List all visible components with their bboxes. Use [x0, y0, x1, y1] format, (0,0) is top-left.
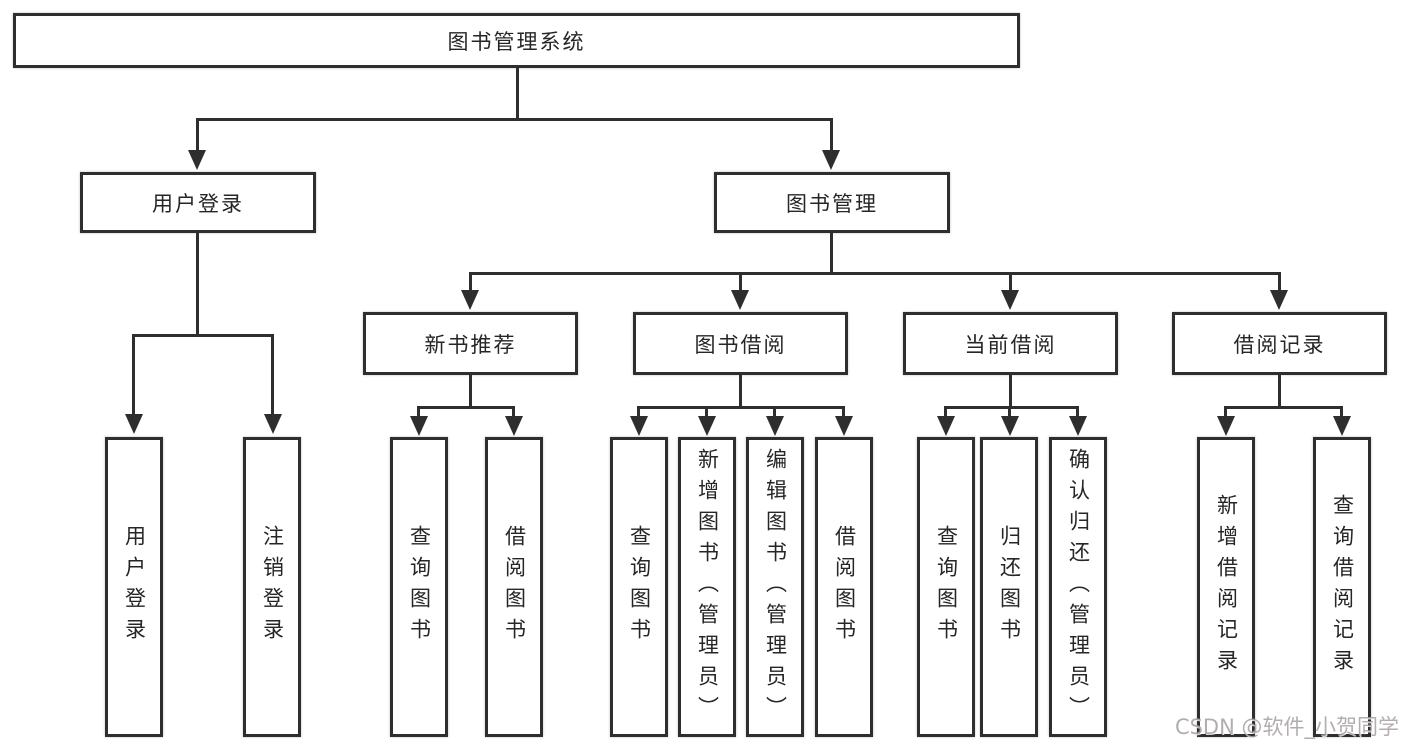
csdn-watermark: CSDN @软件_小贺同学: [1174, 715, 1399, 739]
arrowhead-leaf-user-login: [125, 414, 143, 434]
connector-leaf-drop: [1008, 406, 1011, 418]
node-book-management: 图书管理: [714, 172, 950, 233]
leaf-confirm-return-admin-label: 确认归还（管理员）: [1066, 447, 1091, 727]
connector-leaf-drop: [1340, 406, 1343, 418]
node-borrowing-records: 借阅记录: [1172, 312, 1387, 375]
connector-trunk: [1278, 375, 1281, 408]
leaf-confirm-return-admin: 确认归还（管理员）: [1049, 437, 1107, 737]
leaf-edit-book-admin: 编辑图书（管理员）: [746, 437, 804, 737]
leaf-edit-book-admin-label: 编辑图书（管理员）: [763, 447, 788, 727]
connector-leaf-drop: [512, 406, 515, 418]
leaf-query-borrow-record-label: 查询借阅记录: [1330, 494, 1355, 680]
leaf-add-borrow-record: 新增借阅记录: [1197, 437, 1255, 737]
connector-book-management-trunk: [830, 233, 833, 274]
connector-rail: [1224, 406, 1343, 409]
connector-root-trunk: [516, 66, 519, 120]
arrowhead-leaf: [766, 416, 784, 436]
leaf-query-books-recommend: 查询图书: [390, 437, 448, 737]
connector-l1-left-drop: [196, 118, 199, 152]
leaf-query-borrow-record: 查询借阅记录: [1313, 437, 1371, 737]
connector-leaf-drop: [637, 406, 640, 418]
node-new-book-recommend: 新书推荐: [363, 312, 578, 375]
leaf-logout-label: 注销登录: [260, 525, 285, 649]
node-root-label: 图书管理系统: [447, 29, 586, 54]
connector-user-login-trunk: [196, 233, 199, 336]
connector-user-login-rail: [132, 334, 274, 337]
connector-rail: [417, 406, 515, 409]
leaf-query-books-recommend-label: 查询图书: [407, 525, 432, 649]
connector-l3-drop: [1278, 272, 1281, 291]
connector-leaf-drop: [271, 334, 274, 414]
connector-l3-rail: [469, 272, 1281, 275]
arrowhead-leaf: [1333, 416, 1351, 436]
node-user-login-label: 用户登录: [152, 191, 244, 216]
arrowhead-user-login: [188, 150, 206, 170]
connector-trunk: [469, 375, 472, 408]
connector-l3-drop: [1009, 272, 1012, 291]
connector-leaf-drop: [773, 406, 776, 418]
arrowhead-book-borrowing: [731, 290, 749, 310]
node-root: 图书管理系统: [13, 13, 1020, 68]
arrowhead-leaf: [410, 416, 428, 436]
leaf-user-login-label: 用户登录: [122, 525, 147, 649]
arrowhead-leaf: [1217, 416, 1235, 436]
leaf-query-books-borrowing-label: 查询图书: [627, 525, 652, 649]
arrowhead-leaf: [698, 416, 716, 436]
connector-l3-drop: [739, 272, 742, 291]
leaf-borrow-books-borrowing-label: 借阅图书: [832, 525, 857, 649]
leaf-add-book-admin: 新增图书（管理员）: [678, 437, 736, 737]
leaf-return-book: 归还图书: [980, 437, 1038, 737]
connector-trunk: [739, 375, 742, 408]
connector-l1-rail: [196, 118, 833, 121]
leaf-borrow-books-recommend: 借阅图书: [485, 437, 543, 737]
connector-leaf-drop: [705, 406, 708, 418]
connector-l3-drop: [469, 272, 472, 291]
connector-leaf-drop: [842, 406, 845, 418]
connector-leaf-drop: [132, 334, 135, 414]
node-user-login: 用户登录: [80, 172, 316, 233]
arrowhead-book-management: [822, 150, 840, 170]
node-book-borrowing-label: 图书借阅: [694, 332, 787, 357]
leaf-borrow-books-borrowing: 借阅图书: [815, 437, 873, 737]
connector-rail: [637, 406, 845, 409]
leaf-user-login: 用户登录: [105, 437, 163, 737]
connector-leaf-drop: [1224, 406, 1227, 418]
leaf-query-books-current-label: 查询图书: [934, 525, 959, 649]
leaf-add-book-admin-label: 新增图书（管理员）: [695, 447, 720, 727]
leaf-query-books-borrowing: 查询图书: [610, 437, 668, 737]
leaf-logout: 注销登录: [243, 437, 301, 737]
connector-leaf-drop: [944, 406, 947, 418]
connector-leaf-drop: [1076, 406, 1079, 418]
node-current-borrowing: 当前借阅: [903, 312, 1118, 375]
arrowhead-current-borrowing: [1001, 290, 1019, 310]
arrowhead-leaf: [835, 416, 853, 436]
arrowhead-new-book-recommend: [461, 290, 479, 310]
arrowhead-leaf: [1069, 416, 1087, 436]
connector-rail: [944, 406, 1079, 409]
leaf-borrow-books-recommend-label: 借阅图书: [502, 525, 527, 649]
leaf-add-borrow-record-label: 新增借阅记录: [1214, 494, 1239, 680]
arrowhead-leaf: [937, 416, 955, 436]
connector-trunk: [1009, 375, 1012, 408]
leaf-query-books-current: 查询图书: [917, 437, 975, 737]
arrowhead-leaf: [630, 416, 648, 436]
leaf-return-book-label: 归还图书: [997, 525, 1022, 649]
arrowhead-leaf: [1001, 416, 1019, 436]
connector-l1-right-drop: [830, 118, 833, 152]
node-new-book-recommend-label: 新书推荐: [424, 332, 517, 357]
node-book-management-label: 图书管理: [786, 191, 878, 216]
node-current-borrowing-label: 当前借阅: [964, 332, 1057, 357]
arrowhead-borrowing-records: [1270, 290, 1288, 310]
arrowhead-leaf: [505, 416, 523, 436]
arrowhead-leaf-logout: [264, 414, 282, 434]
node-book-borrowing: 图书借阅: [633, 312, 848, 375]
connector-leaf-drop: [417, 406, 420, 418]
node-borrowing-records-label: 借阅记录: [1233, 332, 1326, 357]
